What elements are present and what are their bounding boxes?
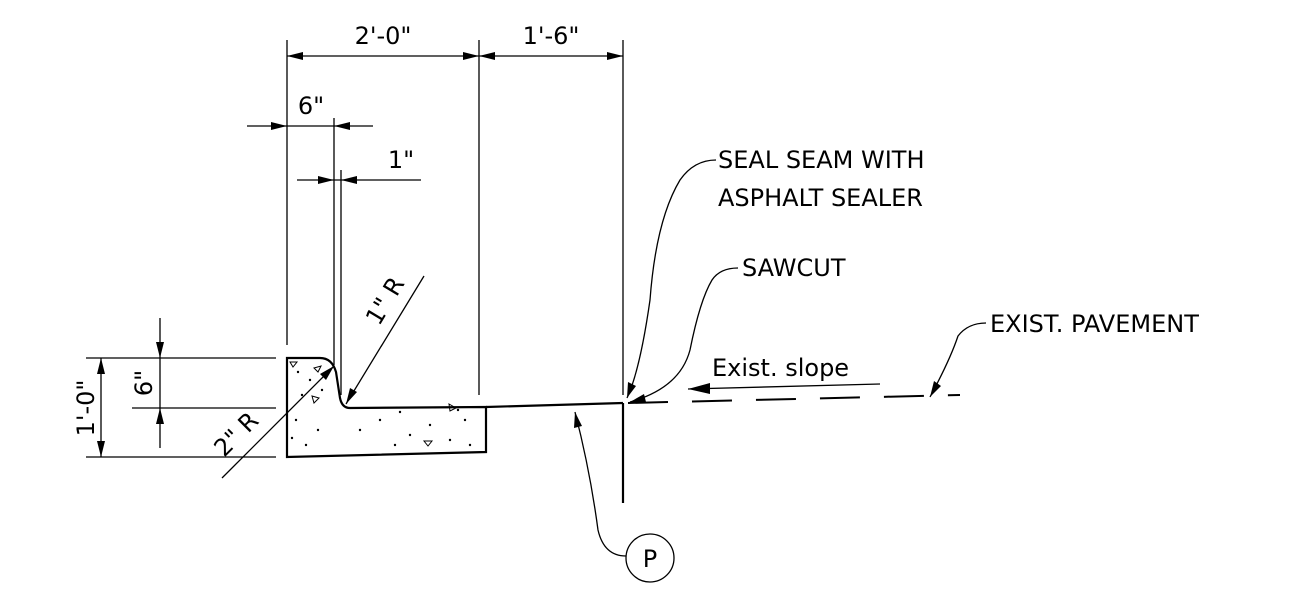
- leader-p-marker: [574, 411, 627, 557]
- arrowhead: [271, 122, 287, 130]
- dimension-top-radius: 1" R: [360, 272, 410, 330]
- pavement-surface-line: [485, 401, 624, 409]
- dimension-curb-top-width: 6": [298, 92, 324, 120]
- p-marker-circle: [625, 533, 675, 583]
- dimension-curb-height: 6": [130, 370, 158, 396]
- arrowhead: [320, 366, 334, 380]
- callout-sawcut: SAWCUT: [742, 254, 846, 282]
- dimension-gutter-width: 2'-0": [355, 22, 412, 50]
- leader-bottom-radius: [221, 365, 335, 479]
- arrowhead: [97, 441, 105, 457]
- arrowhead: [930, 381, 941, 397]
- slope-arrow-shaft: [687, 383, 881, 390]
- label-exist-slope: Exist. slope: [712, 354, 849, 382]
- arrowhead: [346, 388, 357, 404]
- leader-sawcut: [629, 267, 739, 403]
- arrowhead: [156, 408, 164, 424]
- label-p-marker: P: [643, 545, 657, 573]
- arrowhead: [287, 52, 303, 60]
- existing-pavement-dashed-line: [627, 394, 961, 404]
- arrowhead: [574, 412, 582, 428]
- arrowhead: [341, 176, 357, 184]
- dimension-bottom-radius: 2" R: [209, 407, 265, 463]
- arrowhead: [334, 122, 350, 130]
- callout-seal-seam-line2: ASPHALT SEALER: [718, 184, 923, 212]
- leader-seal-seam: [626, 159, 717, 399]
- arrowhead: [607, 52, 623, 60]
- arrowhead: [318, 176, 334, 184]
- leader-exist-pavement: [929, 322, 987, 398]
- callout-exist-pavement: EXIST. PAVEMENT: [990, 310, 1199, 338]
- arrowhead: [479, 52, 495, 60]
- curb-gutter-outline: [285, 356, 488, 459]
- arrowhead: [627, 382, 636, 398]
- callout-seal-seam-line1: SEAL SEAM WITH: [718, 146, 924, 174]
- arrowhead: [463, 52, 479, 60]
- arrowhead: [156, 342, 164, 358]
- dimension-total-height: 1'-0": [72, 380, 100, 437]
- arrowhead: [630, 394, 646, 402]
- arrowhead: [97, 358, 105, 374]
- dimension-offset-width: 1'-6": [523, 22, 580, 50]
- concrete-aggregate: [289, 361, 472, 447]
- dimension-curb-batter: 1": [388, 146, 414, 174]
- slope-arrowhead: [688, 383, 710, 394]
- leader-top-radius: [345, 275, 425, 405]
